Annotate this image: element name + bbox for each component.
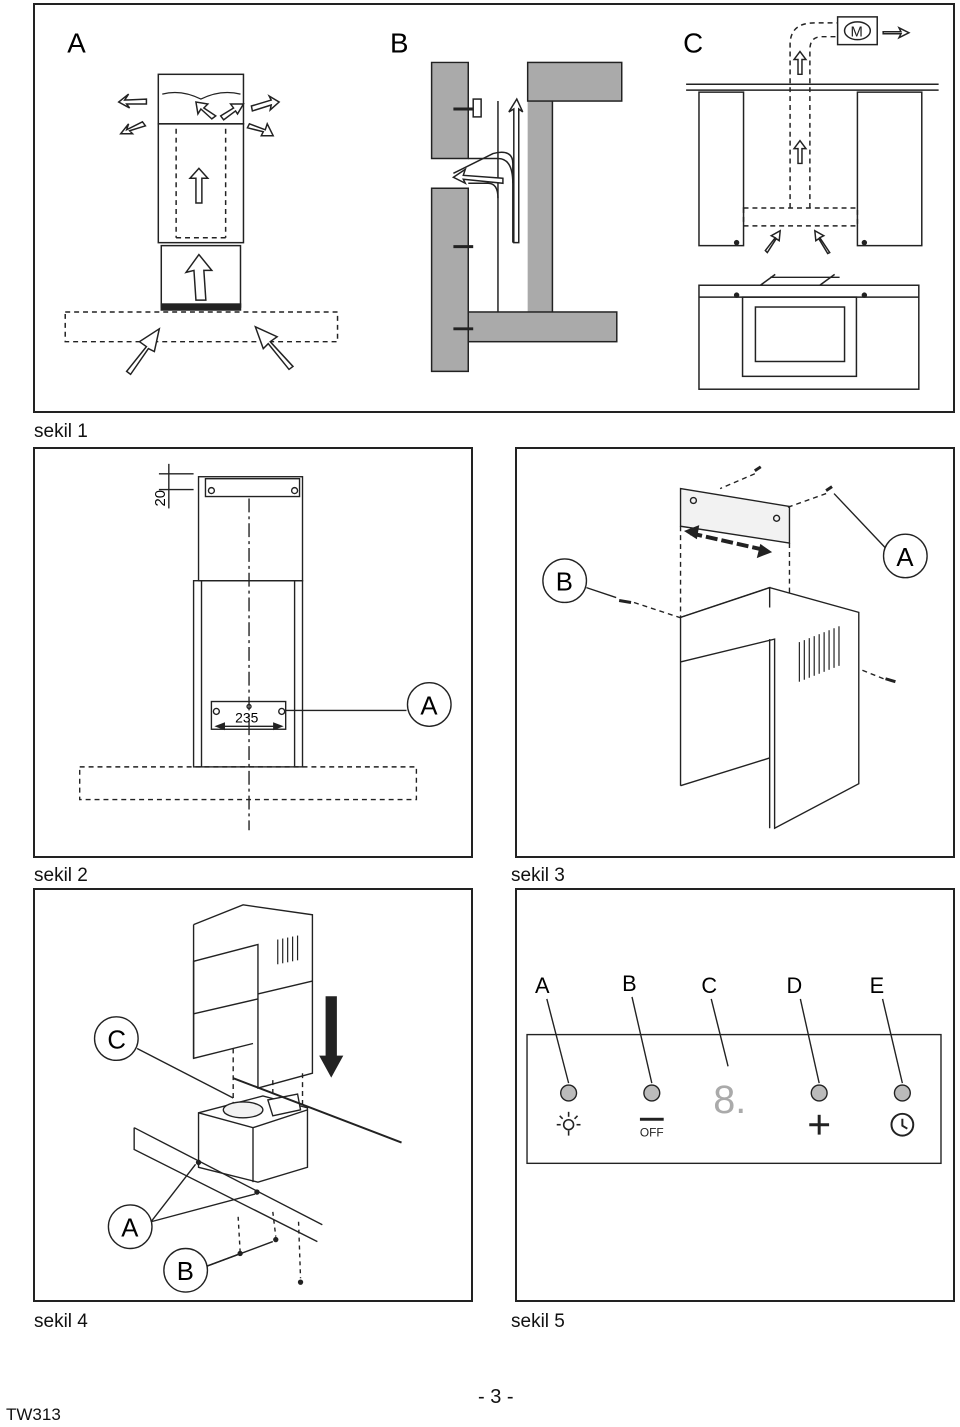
figure-1-caption: sekil 1 <box>34 421 88 442</box>
fig3-callout-a: A <box>896 544 914 572</box>
fig5-label-a: A <box>535 973 550 998</box>
fig5-label-d: D <box>786 973 802 998</box>
fig1-duct-through-wall <box>430 61 623 373</box>
fig2-callout-a: A <box>420 692 438 720</box>
fig1-motor-label: M <box>850 25 862 41</box>
fig1-label-b: B <box>390 28 409 59</box>
plus-icon <box>809 1114 830 1135</box>
figure-2-caption: sekil 2 <box>34 865 88 886</box>
fig5-display: 8. <box>713 1078 746 1122</box>
fig1-cabinet-duct: M <box>686 16 939 390</box>
light-button[interactable] <box>560 1084 578 1102</box>
fig4-callout-c: C <box>107 1026 126 1054</box>
fig4-callout-b: B <box>177 1258 194 1286</box>
fig5-label-b: B <box>622 971 637 996</box>
fig1-label-a: A <box>67 28 86 59</box>
figure-3-caption: sekil 3 <box>511 865 565 886</box>
fig1-label-c: C <box>683 28 703 59</box>
off-button[interactable] <box>643 1084 661 1102</box>
plus-button[interactable] <box>810 1084 828 1102</box>
fig5-label-c: C <box>701 973 717 998</box>
clock-icon <box>890 1112 915 1137</box>
timer-button[interactable] <box>893 1084 911 1102</box>
figure-4-caption: sekil 4 <box>34 1311 88 1332</box>
figure-2-panel: 20 235 A <box>33 447 473 858</box>
light-bulb-icon <box>556 1111 581 1136</box>
document-code: TW313 <box>6 1405 61 1424</box>
fig2-dim-vertical: 20 <box>153 490 169 507</box>
figure-3-drawing: B A <box>542 465 928 830</box>
figure-2-drawing: 20 235 A <box>79 463 452 831</box>
figure-1-drawing: A B C <box>64 16 939 390</box>
figure-4-drawing: C A B <box>93 904 402 1293</box>
off-icon: OFF <box>639 1117 664 1140</box>
fig2-dim-width: 235 <box>235 709 258 725</box>
page-number: - 3 - <box>478 1386 514 1408</box>
fig5-label-e: E <box>870 973 885 998</box>
figure-1-panel: A B C <box>33 3 955 413</box>
fig4-callout-a: A <box>121 1215 139 1243</box>
fig1-hood-recirculation <box>64 73 339 376</box>
fig3-callout-b: B <box>556 569 573 597</box>
figure-5-drawing: A B C D E 8. <box>526 971 942 1165</box>
figure-4-panel: C A B <box>33 888 473 1302</box>
fig5-control-panel <box>526 1033 942 1165</box>
figure-5-panel: A B C D E 8. <box>515 888 955 1302</box>
figure-5-caption: sekil 5 <box>511 1311 565 1332</box>
figure-3-panel: B A <box>515 447 955 858</box>
fig5-off-label: OFF <box>640 1126 664 1140</box>
